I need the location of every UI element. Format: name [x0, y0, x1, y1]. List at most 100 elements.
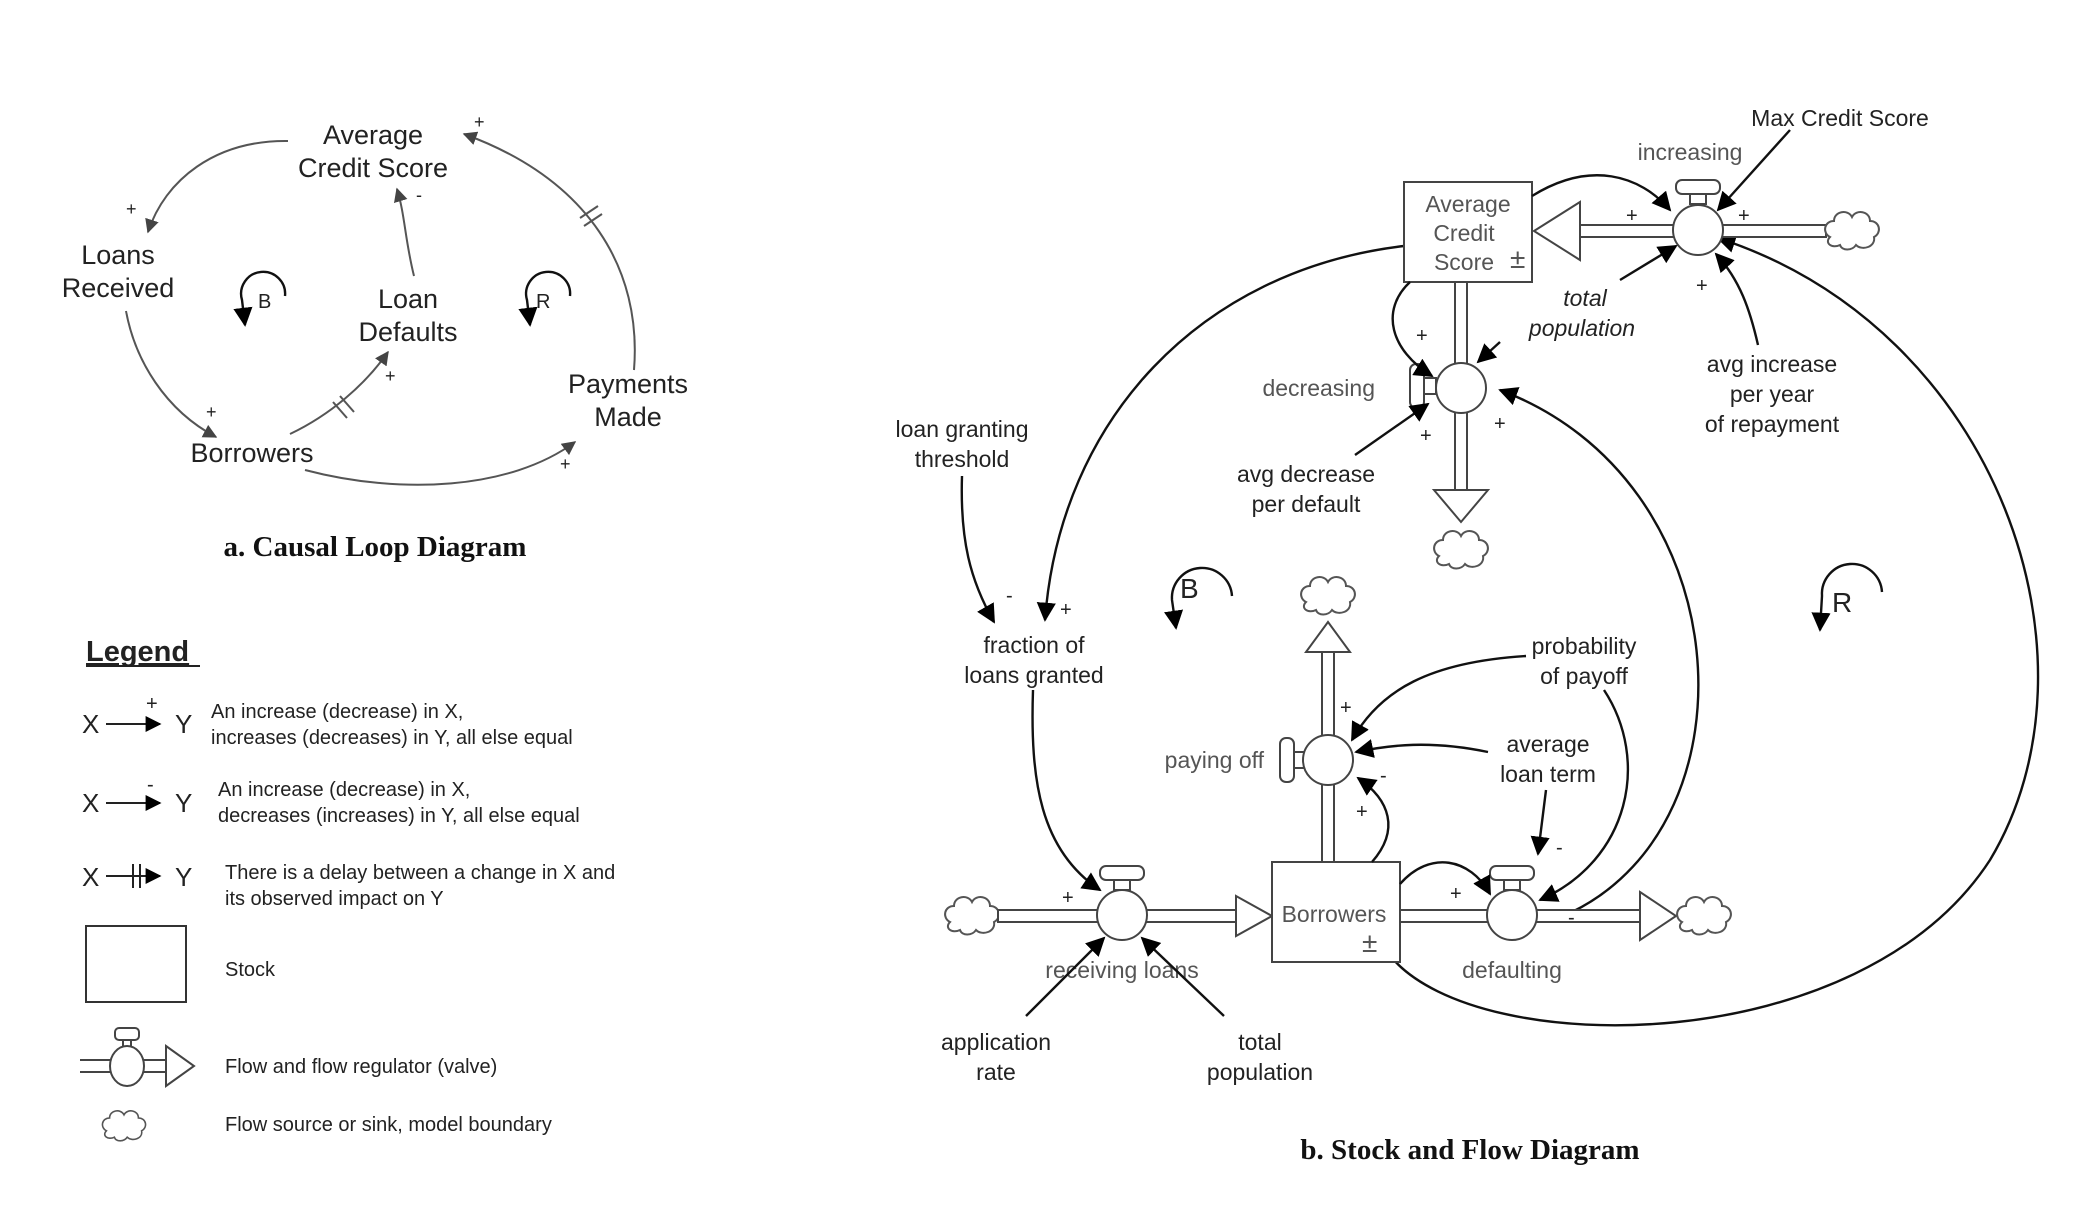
sfd-caption: b. Stock and Flow Diagram: [1300, 1134, 1639, 1166]
var-total-population-top-2: population: [1528, 315, 1635, 341]
cld-node-average-credit-score-2: Credit Score: [298, 153, 448, 183]
var-fraction-loans-granted-2: loans granted: [964, 662, 1103, 688]
svg-text:Stock: Stock: [225, 959, 276, 981]
svg-text:Flow source or sink, model bou: Flow source or sink, model boundary: [225, 1114, 552, 1136]
svg-text:Flow and flow regulator (valve: Flow and flow regulator (valve): [225, 1056, 497, 1078]
link-credit-to-increasing: [1531, 174, 1672, 212]
link-borrowers-to-defaulting: [1399, 861, 1492, 896]
cld-loop-balancing: B: [233, 270, 287, 327]
svg-text:Borrowers: Borrowers: [1282, 901, 1387, 927]
link-defaulting-to-decreasing: [1498, 387, 1700, 914]
cld-node-payments-made: Payments: [568, 369, 688, 399]
svg-text:+: +: [1060, 599, 1072, 621]
svg-text:X: X: [82, 862, 99, 892]
svg-text:+: +: [1494, 413, 1506, 435]
link-fraction-to-receiving: [1031, 689, 1102, 892]
var-max-credit-score: Max Credit Score: [1751, 105, 1929, 131]
legend-title: Legend: [86, 636, 189, 668]
flow-receiving-loans[interactable]: receiving loans: [944, 865, 1275, 983]
svg-text:+: +: [206, 402, 217, 422]
link-loanterm-to-payingoff: [1354, 739, 1489, 758]
svg-text:+: +: [1340, 697, 1352, 719]
legend: Legend X + Y An increase (decrease) in X…: [80, 636, 615, 1142]
var-loan-granting-threshold-2: threshold: [915, 446, 1010, 472]
svg-text:decreases (increases) in Y, al: decreases (increases) in Y, all else equ…: [218, 805, 580, 827]
svg-text:-: -: [147, 774, 154, 796]
svg-text:Average: Average: [1425, 191, 1510, 217]
var-average-loan-term: average: [1506, 731, 1589, 757]
cld-node-loan-defaults-2: Defaults: [358, 317, 457, 347]
legend-delay-link: X Y There is a delay between a change in…: [82, 862, 615, 910]
svg-text:-: -: [1556, 837, 1563, 859]
legend-negative-link: X - Y An increase (decrease) in X, decre…: [82, 774, 580, 827]
cld-node-loan-defaults: Loan: [378, 284, 438, 314]
legend-cloud-icon: Flow source or sink, model boundary: [101, 1110, 552, 1142]
sfd-polarity-signs: +++ +++ -+ +-+ ++--: [1006, 205, 1750, 929]
svg-text:An increase (decrease) in X,: An increase (decrease) in X,: [218, 779, 470, 801]
cld-node-loans-received: Loans: [81, 240, 155, 270]
var-loan-granting-threshold: loan granting: [896, 416, 1029, 442]
link-avgdec-to-decreasing: [1354, 402, 1430, 456]
cld-node-average-credit-score: Average: [323, 120, 423, 150]
link-threshold-to-fraction: [960, 475, 996, 624]
var-fraction-loans-granted: fraction of: [984, 632, 1086, 658]
svg-text:+: +: [1356, 801, 1368, 823]
svg-text:+: +: [1420, 425, 1432, 447]
svg-text:increases (decreases) in Y, al: increases (decreases) in Y, all else equ…: [211, 727, 573, 749]
svg-text:+: +: [1738, 205, 1750, 227]
var-probability-of-payoff: probability: [1532, 633, 1637, 659]
svg-text:-: -: [1568, 907, 1575, 929]
link-avginc-to-increasing: [1714, 252, 1760, 346]
flow-defaulting[interactable]: defaulting: [1399, 865, 1732, 983]
svg-text:-: -: [1006, 585, 1013, 607]
svg-text:B: B: [1180, 573, 1199, 604]
cld-link-loans-to-borrowers: [125, 310, 218, 438]
flow-label-decreasing: decreasing: [1262, 375, 1375, 401]
plus-minus-icon: ±: [1510, 243, 1525, 274]
svg-text:Score: Score: [1434, 249, 1494, 275]
link-totalpop-to-decreasing: [1476, 341, 1501, 364]
cld-link-borrowers-to-payments: [304, 441, 577, 486]
flow-paying-off[interactable]: paying off: [1165, 576, 1356, 863]
legend-stock: Stock: [85, 925, 276, 1003]
svg-text:+: +: [1626, 205, 1638, 227]
var-avg-decrease-2: per default: [1252, 491, 1361, 517]
svg-text:+: +: [146, 693, 158, 715]
var-avg-increase: avg increase: [1707, 351, 1837, 377]
cld-loop-reinforcing: R: [518, 270, 572, 327]
flow-decreasing[interactable]: decreasing: [1262, 281, 1491, 570]
flow-label-paying-off: paying off: [1165, 747, 1265, 773]
svg-text:R: R: [1832, 587, 1852, 618]
link-prob-to-payingoff: [1350, 654, 1527, 742]
svg-text:+: +: [1416, 325, 1428, 347]
flow-increasing[interactable]: increasing: [1532, 139, 1880, 262]
svg-text:X: X: [82, 788, 99, 818]
cld-node-borrowers: Borrowers: [190, 438, 313, 468]
causal-loop-diagram: Average Credit Score Loans Received Loan…: [62, 112, 688, 563]
var-total-population-bottom-2: population: [1207, 1059, 1313, 1085]
svg-text:Y: Y: [175, 862, 192, 892]
var-avg-increase-2: per year: [1730, 381, 1815, 407]
svg-text:+: +: [474, 112, 485, 132]
svg-text:There is a delay between a cha: There is a delay between a change in X a…: [225, 862, 615, 884]
svg-text:Y: Y: [175, 709, 192, 739]
flow-label-defaulting: defaulting: [1462, 957, 1562, 983]
var-avg-increase-3: of repayment: [1705, 411, 1840, 437]
stock-borrowers[interactable]: Borrowers ±: [1271, 861, 1401, 963]
svg-text:-: -: [416, 185, 422, 205]
legend-flow-valve: Flow and flow regulator (valve): [80, 1027, 497, 1088]
stock-average-credit-score[interactable]: Average Credit Score ±: [1403, 181, 1533, 283]
var-probability-of-payoff-2: of payoff: [1540, 663, 1628, 689]
sfd-loop-balancing: B: [1164, 566, 1234, 630]
svg-text:B: B: [258, 291, 271, 313]
link-credit-to-decreasing: [1391, 281, 1434, 378]
svg-text:-: -: [1380, 765, 1387, 787]
legend-positive-link: X + Y An increase (decrease) in X, incre…: [82, 693, 573, 749]
link-loanterm-to-defaulting: [1530, 789, 1550, 856]
link-borrowers-to-payingoff: [1356, 776, 1390, 863]
svg-text:+: +: [560, 454, 571, 474]
var-avg-decrease: avg decrease: [1237, 461, 1375, 487]
svg-text:its observed impact on Y: its observed impact on Y: [225, 888, 444, 910]
svg-text:+: +: [1062, 887, 1074, 909]
